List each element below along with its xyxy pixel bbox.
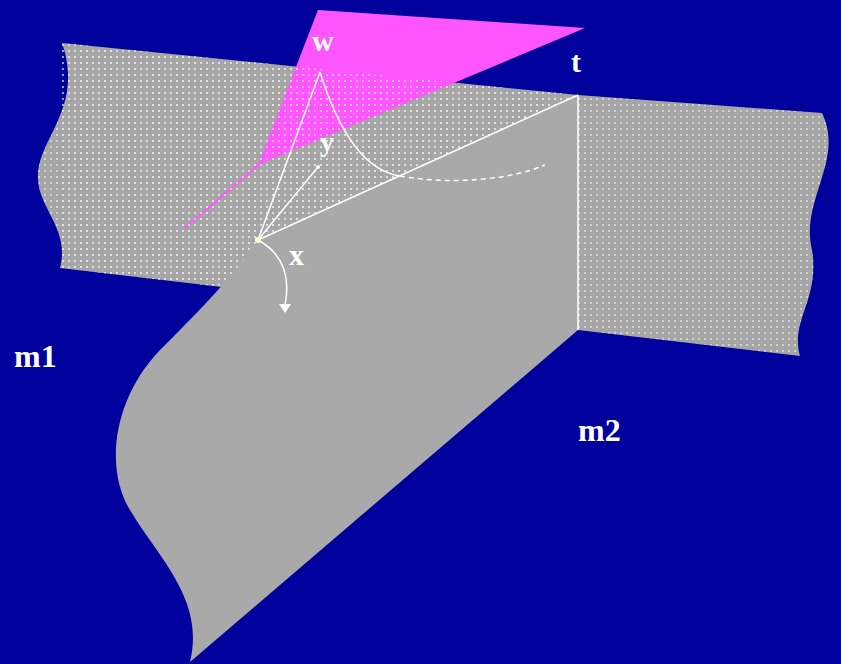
surface-label: m2 xyxy=(578,414,621,446)
vertical-plane xyxy=(116,95,578,662)
surface-label: m1 xyxy=(14,340,57,372)
point-label: y xyxy=(320,128,334,156)
point-y xyxy=(316,165,320,169)
construction-lines xyxy=(258,72,578,330)
arrow-head xyxy=(279,304,291,313)
point-label: x xyxy=(289,240,304,270)
point-label: t xyxy=(571,47,581,77)
point-x xyxy=(255,237,261,243)
point-label: w xyxy=(312,26,334,56)
